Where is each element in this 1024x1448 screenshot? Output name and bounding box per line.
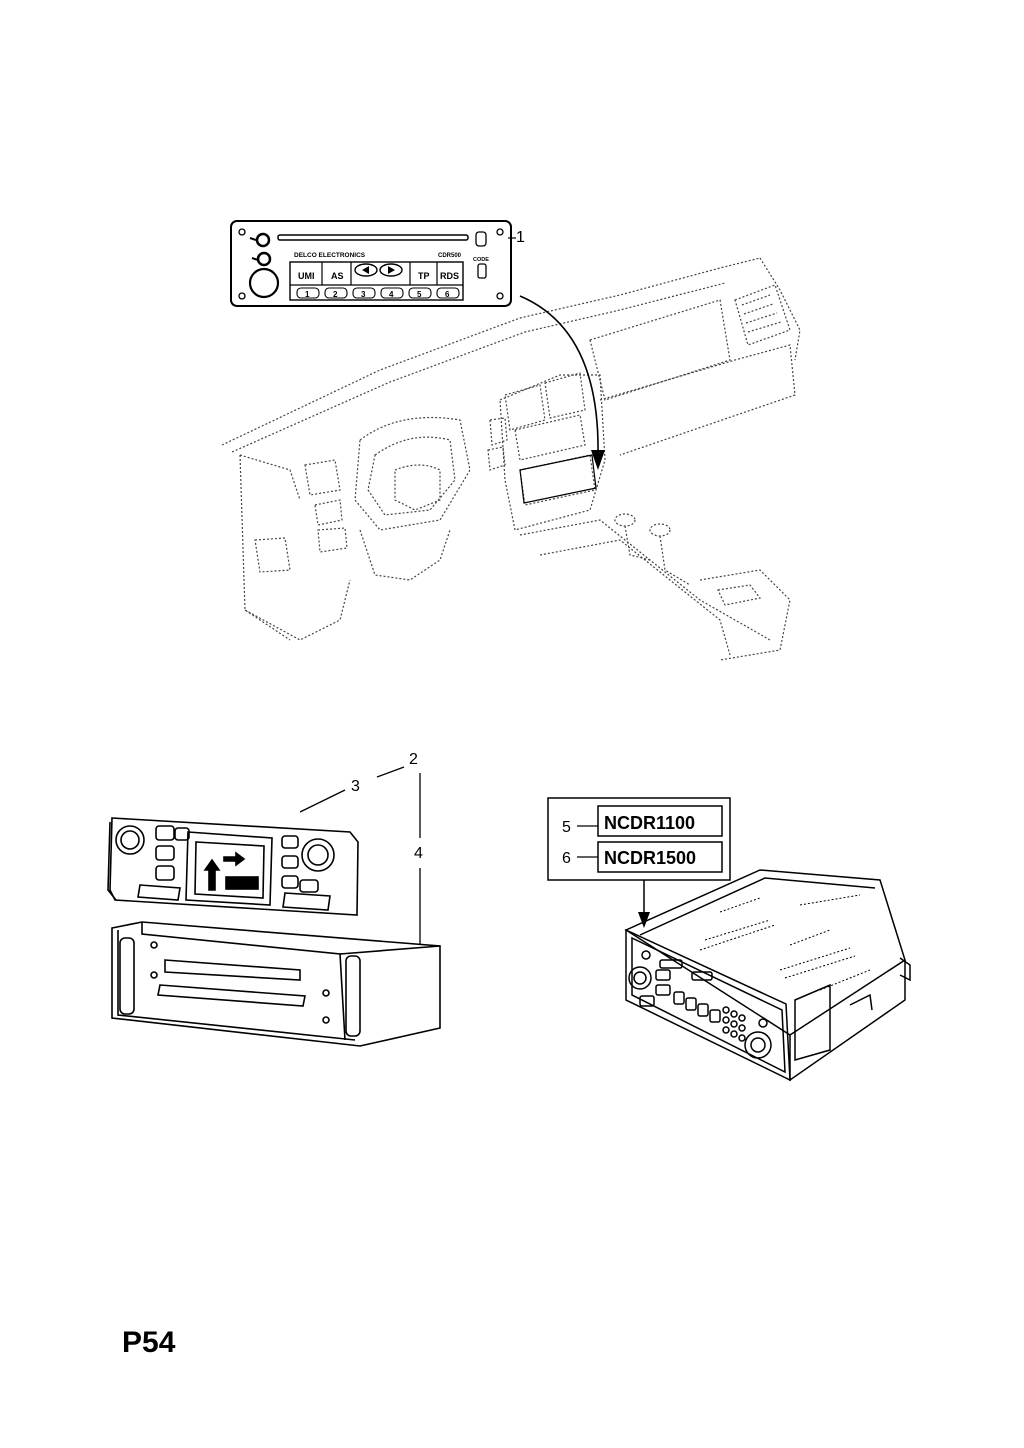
eject-icon xyxy=(475,231,487,247)
callout-4: 4 xyxy=(414,845,423,862)
preset-2: 2 xyxy=(333,290,338,299)
callout-3: 3 xyxy=(351,778,360,795)
cd-slot xyxy=(277,234,469,241)
part-label-ncdr1500: NCDR1500 xyxy=(604,848,696,868)
button-rds: RDS xyxy=(440,271,459,281)
preset-3: 3 xyxy=(361,290,366,299)
radio-faceplate: DELCO ELECTRONICS CDR500 CODE UMI AS TP … xyxy=(230,220,512,307)
radio-head-unit xyxy=(624,869,911,1082)
code-button-icon xyxy=(477,263,487,279)
model-text: CDR500 xyxy=(438,253,462,259)
callout-5: 5 xyxy=(562,819,571,836)
code-text: CODE xyxy=(473,257,489,263)
install-arrow-icon xyxy=(519,295,605,470)
label-arrow-icon xyxy=(638,880,650,928)
button-tp: TP xyxy=(418,271,430,281)
part-number-box: 5 6 NCDR1100 NCDR1500 xyxy=(547,797,731,881)
preset-4: 4 xyxy=(389,290,394,299)
volume-knob-icon xyxy=(248,267,280,299)
seek-forward-icon xyxy=(379,263,403,277)
callout-2: 2 xyxy=(409,751,418,768)
preset-1: 1 xyxy=(305,290,310,299)
part-label-ncdr1100: NCDR1100 xyxy=(604,813,695,833)
button-as: AS xyxy=(331,271,344,281)
preset-6: 6 xyxy=(445,290,450,299)
dashboard-illustration xyxy=(221,257,801,661)
brand-text: DELCO ELECTRONICS xyxy=(294,252,366,259)
radio-mounting-sleeve xyxy=(111,921,441,1047)
preset-5: 5 xyxy=(417,290,422,299)
radio-front-panel xyxy=(107,817,359,916)
seek-back-icon xyxy=(354,263,378,277)
power-knob-icon xyxy=(255,232,271,248)
callout-leaders-234 xyxy=(299,766,421,945)
page-code: P54 xyxy=(122,1326,176,1359)
callout-6: 6 xyxy=(562,850,571,867)
button-umi: UMI xyxy=(298,271,315,281)
callout-1: 1 xyxy=(516,229,525,246)
dashboard-radio-slot xyxy=(519,454,597,504)
preset-buttons: 1 2 3 4 5 6 xyxy=(296,287,460,299)
